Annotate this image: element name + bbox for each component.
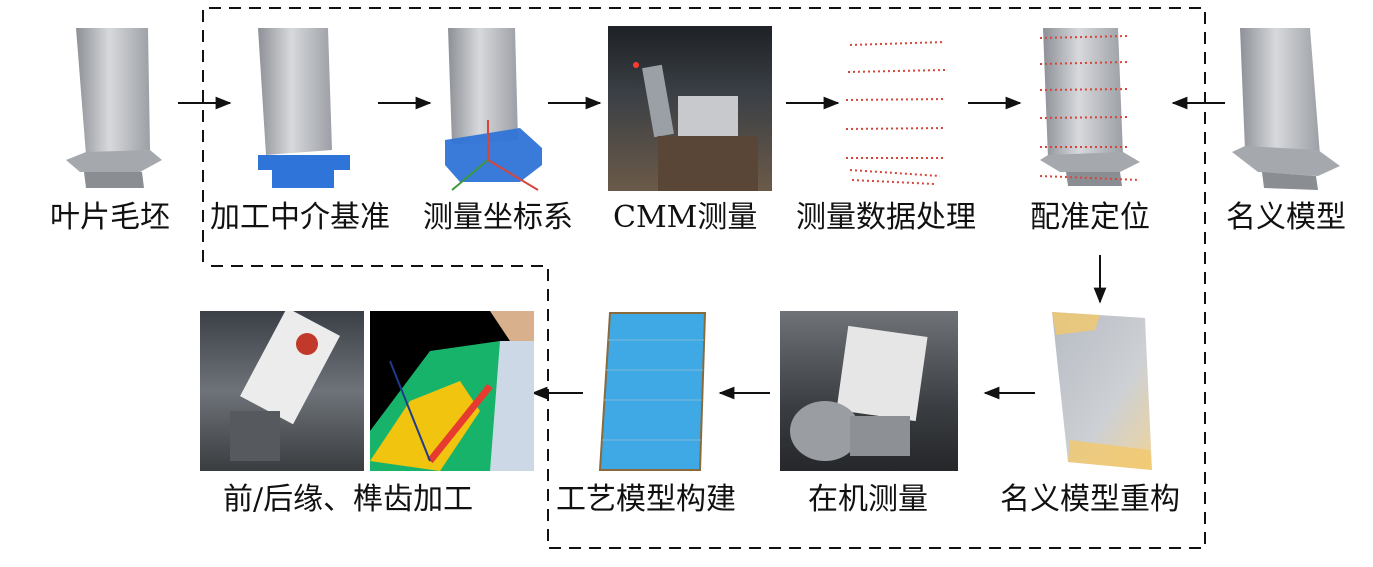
stage-label-model-reconstruction: 名义模型重构 — [1000, 482, 1180, 517]
on-machine-photo — [780, 311, 958, 471]
stage-label-coordinate-system: 测量坐标系 — [423, 200, 573, 235]
cmm-photo — [608, 26, 772, 191]
stage-label-cmm-measurement: CMM测量 — [613, 200, 758, 235]
machine-tool-photo — [200, 311, 364, 471]
stage-label-nominal-model: 名义模型 — [1226, 200, 1346, 235]
stage-label-blade-blank: 叶片毛坯 — [50, 200, 170, 235]
stage-label-process-model: 工艺模型构建 — [556, 482, 736, 517]
stage-label-registration: 配准定位 — [1030, 200, 1150, 235]
stage-label-intermediate-datum: 加工中介基准 — [210, 200, 390, 235]
stage-label-on-machine-measurement: 在机测量 — [808, 482, 928, 517]
stage-label-edge-firtree-machining: 前/后缘、榫齿加工 — [223, 482, 474, 517]
stage-label-data-processing: 测量数据处理 — [796, 200, 976, 235]
cam-simulation-image — [370, 311, 534, 471]
